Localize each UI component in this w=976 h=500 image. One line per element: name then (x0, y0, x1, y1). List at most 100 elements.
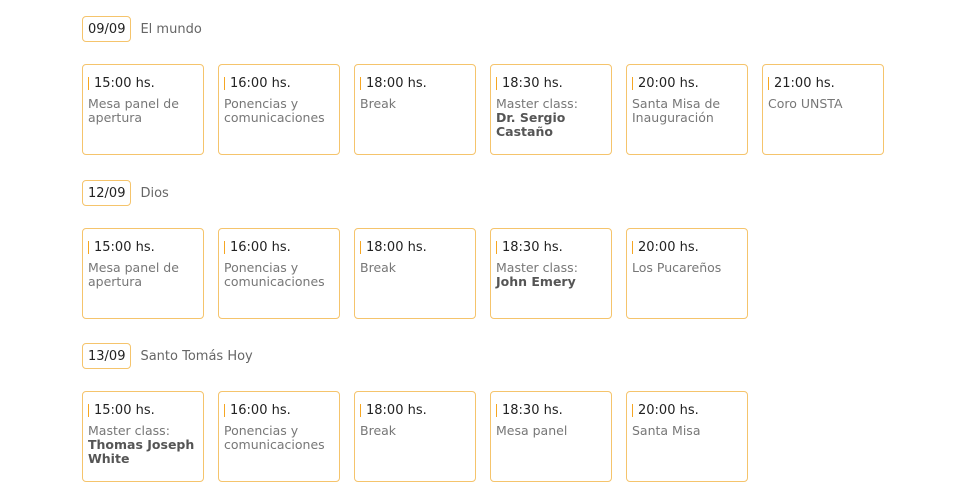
event-description: Santa Misa (632, 423, 701, 438)
accent-bar (224, 77, 225, 90)
event-description: Break (360, 423, 397, 438)
day-title: Santo Tomás Hoy (140, 348, 253, 364)
accent-bar (496, 404, 497, 417)
event-description: Break (360, 96, 397, 111)
event-time-row: 15:00 hs. (88, 403, 198, 418)
accent-bar (88, 77, 89, 90)
event-description-block: Ponencias y comunicaciones (224, 97, 334, 125)
event-description: Mesa panel (496, 423, 568, 438)
event-time: 18:00 hs. (366, 240, 427, 255)
accent-bar (632, 77, 633, 90)
event-card: 20:00 hs. Los Pucareños (626, 228, 748, 319)
event-description-block: Master class:Dr. Sergio Castaño (496, 97, 606, 139)
day-section: 12/09 Dios 15:00 hs. Mesa panel de apert… (82, 180, 748, 319)
event-card: 18:00 hs. Break (354, 391, 476, 482)
accent-bar (360, 241, 361, 254)
event-description: Los Pucareños (632, 260, 722, 275)
event-time-row: 16:00 hs. (224, 76, 334, 91)
event-description-block: Break (360, 424, 470, 438)
accent-bar (224, 241, 225, 254)
event-time: 18:30 hs. (502, 403, 563, 418)
event-time: 15:00 hs. (94, 76, 155, 91)
day-header: 13/09 Santo Tomás Hoy (82, 343, 748, 369)
event-description: Master class: (496, 260, 578, 275)
event-time-row: 16:00 hs. (224, 403, 334, 418)
event-time: 20:00 hs. (638, 403, 699, 418)
day-section: 09/09 El mundo 15:00 hs. Mesa panel de a… (82, 16, 884, 155)
event-description: Master class: (496, 96, 578, 111)
accent-bar (632, 241, 633, 254)
event-time: 18:00 hs. (366, 403, 427, 418)
event-time-row: 21:00 hs. (768, 76, 878, 91)
event-time: 21:00 hs. (774, 76, 835, 91)
event-card: 20:00 hs. Santa Misa de Inauguración (626, 64, 748, 155)
event-speaker: Dr. Sergio Castaño (496, 110, 566, 139)
event-time: 20:00 hs. (638, 76, 699, 91)
event-card: 16:00 hs. Ponencias y comunicaciones (218, 64, 340, 155)
event-time-row: 18:30 hs. (496, 76, 606, 91)
event-time: 20:00 hs. (638, 240, 699, 255)
event-description-block: Master class:Thomas Joseph White (88, 424, 198, 466)
date-badge: 12/09 (82, 180, 132, 206)
event-time: 18:30 hs. (502, 76, 563, 91)
event-description: Ponencias y comunicaciones (224, 96, 325, 125)
event-description: Mesa panel de apertura (88, 96, 179, 125)
accent-bar (496, 77, 497, 90)
event-time-row: 18:30 hs. (496, 240, 606, 255)
day-title: El mundo (140, 21, 202, 37)
event-card: 18:30 hs. Mesa panel (490, 391, 612, 482)
event-card: 18:30 hs. Master class:Dr. Sergio Castañ… (490, 64, 612, 155)
event-time-row: 18:00 hs. (360, 403, 470, 418)
event-time: 16:00 hs. (230, 403, 291, 418)
event-time: 16:00 hs. (230, 76, 291, 91)
event-card: 18:00 hs. Break (354, 64, 476, 155)
event-description-block: Mesa panel de apertura (88, 261, 198, 289)
accent-bar (360, 404, 361, 417)
date-badge: 13/09 (82, 343, 132, 369)
event-time-row: 20:00 hs. (632, 403, 742, 418)
accent-bar (496, 241, 497, 254)
event-time-row: 18:00 hs. (360, 240, 470, 255)
event-description: Santa Misa de Inauguración (632, 96, 721, 125)
accent-bar (88, 241, 89, 254)
event-time: 18:00 hs. (366, 76, 427, 91)
day-header: 12/09 Dios (82, 180, 748, 206)
event-card: 15:00 hs. Mesa panel de apertura (82, 64, 204, 155)
event-time: 15:00 hs. (94, 240, 155, 255)
event-description: Break (360, 260, 397, 275)
date-badge: 09/09 (82, 16, 132, 42)
event-description: Ponencias y comunicaciones (224, 423, 325, 452)
accent-bar (768, 77, 769, 90)
day-section: 13/09 Santo Tomás Hoy 15:00 hs. Master c… (82, 343, 748, 482)
event-time: 15:00 hs. (94, 403, 155, 418)
event-description-block: Mesa panel de apertura (88, 97, 198, 125)
event-time-row: 20:00 hs. (632, 240, 742, 255)
event-list: 15:00 hs. Mesa panel de apertura 16:00 h… (82, 228, 748, 319)
event-description-block: Break (360, 261, 470, 275)
event-card: 18:00 hs. Break (354, 228, 476, 319)
day-title: Dios (140, 185, 169, 201)
event-description-block: Ponencias y comunicaciones (224, 424, 334, 452)
event-time-row: 15:00 hs. (88, 76, 198, 91)
event-time-row: 18:30 hs. (496, 403, 606, 418)
event-card: 15:00 hs. Master class:Thomas Joseph Whi… (82, 391, 204, 482)
accent-bar (88, 404, 89, 417)
event-description-block: Break (360, 97, 470, 111)
event-description-block: Ponencias y comunicaciones (224, 261, 334, 289)
event-description: Master class: (88, 423, 170, 438)
event-description-block: Santa Misa de Inauguración (632, 97, 742, 125)
accent-bar (632, 404, 633, 417)
event-time-row: 18:00 hs. (360, 76, 470, 91)
event-description-block: Santa Misa (632, 424, 742, 438)
event-card: 20:00 hs. Santa Misa (626, 391, 748, 482)
event-description: Ponencias y comunicaciones (224, 260, 325, 289)
accent-bar (360, 77, 361, 90)
event-time-row: 16:00 hs. (224, 240, 334, 255)
event-card: 15:00 hs. Mesa panel de apertura (82, 228, 204, 319)
accent-bar (224, 404, 225, 417)
event-description: Mesa panel de apertura (88, 260, 179, 289)
event-list: 15:00 hs. Master class:Thomas Joseph Whi… (82, 391, 748, 482)
event-card: 16:00 hs. Ponencias y comunicaciones (218, 391, 340, 482)
event-description-block: Los Pucareños (632, 261, 742, 275)
event-card: 16:00 hs. Ponencias y comunicaciones (218, 228, 340, 319)
